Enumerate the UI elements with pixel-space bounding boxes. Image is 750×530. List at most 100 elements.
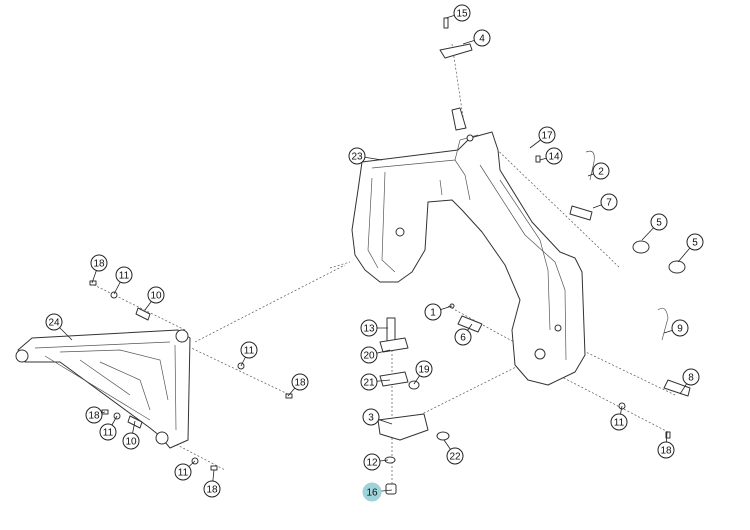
callout-label: 5 xyxy=(692,238,698,249)
callout-circle xyxy=(415,360,433,378)
callout-3[interactable]: 3 xyxy=(362,408,393,426)
callout-circle xyxy=(174,463,192,481)
callout-label: 22 xyxy=(449,452,461,463)
callout-circle xyxy=(147,286,165,304)
callout-label: 7 xyxy=(606,198,612,209)
callout-18[interactable]: 18 xyxy=(657,431,675,459)
callout-circle xyxy=(686,233,704,251)
callout-label: 6 xyxy=(460,333,466,344)
callout-label: 12 xyxy=(366,458,378,469)
callout-label: 16 xyxy=(366,488,378,499)
callout-circle xyxy=(348,147,366,165)
callout-2[interactable]: 2 xyxy=(587,162,610,180)
callout-circle xyxy=(45,313,63,331)
callout-9[interactable]: 9 xyxy=(663,319,689,337)
callout-circle xyxy=(85,406,103,424)
callout-circle xyxy=(538,126,556,144)
callout-label: 11 xyxy=(614,418,625,429)
callout-24[interactable]: 24 xyxy=(45,313,73,341)
callout-circle xyxy=(454,328,472,346)
callout-circle xyxy=(362,408,380,426)
callout-label: 5 xyxy=(656,218,662,229)
callout-18[interactable]: 18 xyxy=(90,254,108,284)
callout-label: 11 xyxy=(244,346,255,357)
callout-circle xyxy=(671,319,689,337)
callout-circle xyxy=(650,213,668,231)
callout-5[interactable]: 5 xyxy=(677,233,704,263)
callout-18[interactable]: 18 xyxy=(85,406,106,424)
callout-circle xyxy=(240,341,258,359)
callout-circle xyxy=(122,432,140,450)
callout-1[interactable]: 1 xyxy=(424,303,453,321)
callout-circle xyxy=(363,453,381,471)
callout-11[interactable]: 11 xyxy=(240,341,258,367)
callout-label: 2 xyxy=(598,167,604,178)
callout-label: 10 xyxy=(125,437,137,448)
callout-circle xyxy=(424,303,442,321)
callout-label: 1 xyxy=(430,308,436,319)
callout-circle xyxy=(682,368,700,386)
callout-10[interactable]: 10 xyxy=(122,420,140,450)
callout-label: 20 xyxy=(363,351,375,362)
callout-18[interactable]: 18 xyxy=(287,373,309,397)
callout-circle xyxy=(360,319,378,337)
callout-10[interactable]: 10 xyxy=(144,286,165,311)
callout-8[interactable]: 8 xyxy=(679,368,700,395)
main-frame xyxy=(351,131,586,386)
callout-5[interactable]: 5 xyxy=(641,213,668,241)
callout-6[interactable]: 6 xyxy=(454,323,473,346)
callout-label: 18 xyxy=(93,259,105,270)
callout-14[interactable]: 14 xyxy=(539,147,563,165)
callout-15[interactable]: 15 xyxy=(445,4,471,22)
callout-circle xyxy=(592,162,610,180)
callout-16[interactable]: 16 xyxy=(362,482,393,502)
callout-11[interactable]: 11 xyxy=(610,405,628,431)
callout-label: 17 xyxy=(541,131,553,142)
left-small-parts xyxy=(89,280,293,471)
callout-circle xyxy=(657,441,675,459)
callout-circle xyxy=(203,480,221,498)
callout-circle xyxy=(115,266,133,284)
callout-label: 9 xyxy=(677,324,683,335)
callout-label: 18 xyxy=(88,411,100,422)
top-pin-assembly xyxy=(439,17,473,131)
callout-label: 18 xyxy=(294,378,306,389)
callout-circle xyxy=(545,147,563,165)
callout-circle xyxy=(600,193,618,211)
callout-circle xyxy=(291,373,309,391)
callout-circle xyxy=(446,447,464,465)
callout-11[interactable]: 11 xyxy=(99,415,118,441)
side-arm-bracket xyxy=(15,329,191,449)
callout-label: 4 xyxy=(479,34,485,45)
callout-22[interactable]: 22 xyxy=(443,439,464,465)
callout-circle xyxy=(610,413,628,431)
callout-label: 21 xyxy=(363,378,375,389)
callout-label: 11 xyxy=(178,468,189,479)
callout-circle xyxy=(362,482,382,502)
callout-circle xyxy=(473,29,491,47)
callout-circle xyxy=(360,373,378,391)
callout-11[interactable]: 11 xyxy=(174,460,196,481)
callout-label: 11 xyxy=(119,271,130,282)
callout-label: 11 xyxy=(103,428,114,439)
callout-17[interactable]: 17 xyxy=(529,126,556,149)
assembly-lines xyxy=(89,43,676,490)
callout-23[interactable]: 23 xyxy=(348,147,383,165)
callout-18[interactable]: 18 xyxy=(203,469,221,498)
callout-13[interactable]: 13 xyxy=(360,319,388,337)
callout-7[interactable]: 7 xyxy=(592,193,618,211)
callout-4[interactable]: 4 xyxy=(462,29,491,47)
callout-circle xyxy=(360,346,378,364)
callout-12[interactable]: 12 xyxy=(363,453,389,471)
callout-label: 18 xyxy=(206,485,218,496)
callout-circle xyxy=(99,423,117,441)
callout-label: 10 xyxy=(150,291,162,302)
callout-21[interactable]: 21 xyxy=(360,373,391,391)
callout-label: 8 xyxy=(688,373,694,384)
callout-11[interactable]: 11 xyxy=(113,266,133,295)
callout-label: 19 xyxy=(418,365,430,376)
callout-19[interactable]: 19 xyxy=(413,360,433,385)
callout-20[interactable]: 20 xyxy=(360,346,391,364)
